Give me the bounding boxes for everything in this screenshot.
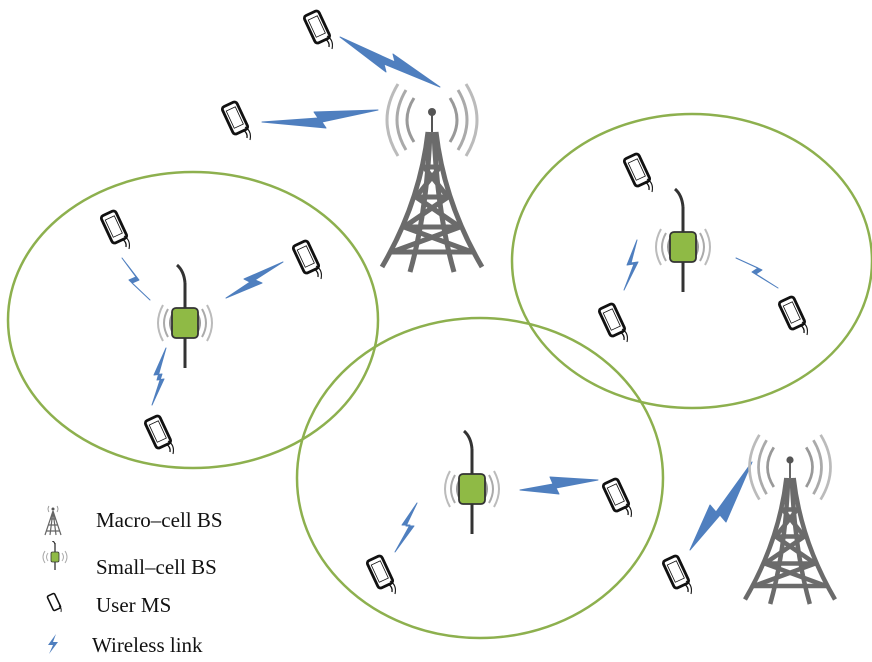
- wireless-link: [519, 476, 599, 495]
- legend-label: Wireless link: [92, 633, 203, 657]
- wireless-link: [261, 109, 379, 129]
- wireless-link: [394, 502, 418, 553]
- phone-icon: [777, 294, 809, 337]
- small-cell-bottom: [445, 431, 499, 534]
- phone-icon: [143, 413, 175, 456]
- phone-icon: [601, 476, 633, 519]
- wireless-link: [339, 36, 441, 88]
- wireless-link: [735, 257, 779, 289]
- wireless-link: [225, 261, 284, 299]
- phone-icon: [365, 553, 397, 596]
- phone-icon: [99, 208, 131, 251]
- phone-icon: [220, 99, 252, 142]
- macro-cell-tower-bottom-right: [745, 435, 835, 604]
- macro-cell-tower-icon: [44, 505, 62, 536]
- legend-label: Macro–cell BS: [96, 508, 223, 532]
- legend-label: User MS: [96, 593, 172, 617]
- phone-icon: [291, 238, 323, 281]
- legend-label: Small–cell BS: [96, 555, 217, 579]
- legend-item-wireless-link: Wireless link: [18, 629, 318, 659]
- small-cell-antenna-icon: [42, 541, 68, 570]
- phone-icon: [302, 8, 334, 51]
- phone-icon: [661, 553, 693, 596]
- coverage-circle-right: [510, 112, 872, 410]
- lightning-bolt-icon: [48, 634, 58, 654]
- wireless-link: [121, 257, 151, 301]
- legend-item-small-cell: Small–cell BS: [18, 541, 318, 579]
- legend: Macro–cell BS Small–cell BS User MS Wire…: [18, 505, 318, 660]
- small-cell-left: [158, 265, 212, 368]
- coverage-circle-bottom: [295, 316, 665, 640]
- wireless-link: [151, 347, 167, 406]
- phone-icon: [597, 301, 629, 344]
- phone-icon: [46, 592, 62, 613]
- macro-cell-tower-top: [382, 84, 482, 272]
- legend-item-user-ms: User MS: [18, 591, 318, 621]
- wireless-link: [623, 239, 639, 291]
- phone-icon: [622, 151, 654, 194]
- small-cell-right: [656, 189, 710, 292]
- wireless-link: [689, 461, 753, 551]
- legend-item-macro-cell: Macro–cell BS: [18, 505, 318, 536]
- coverage-circle-left: [6, 170, 380, 470]
